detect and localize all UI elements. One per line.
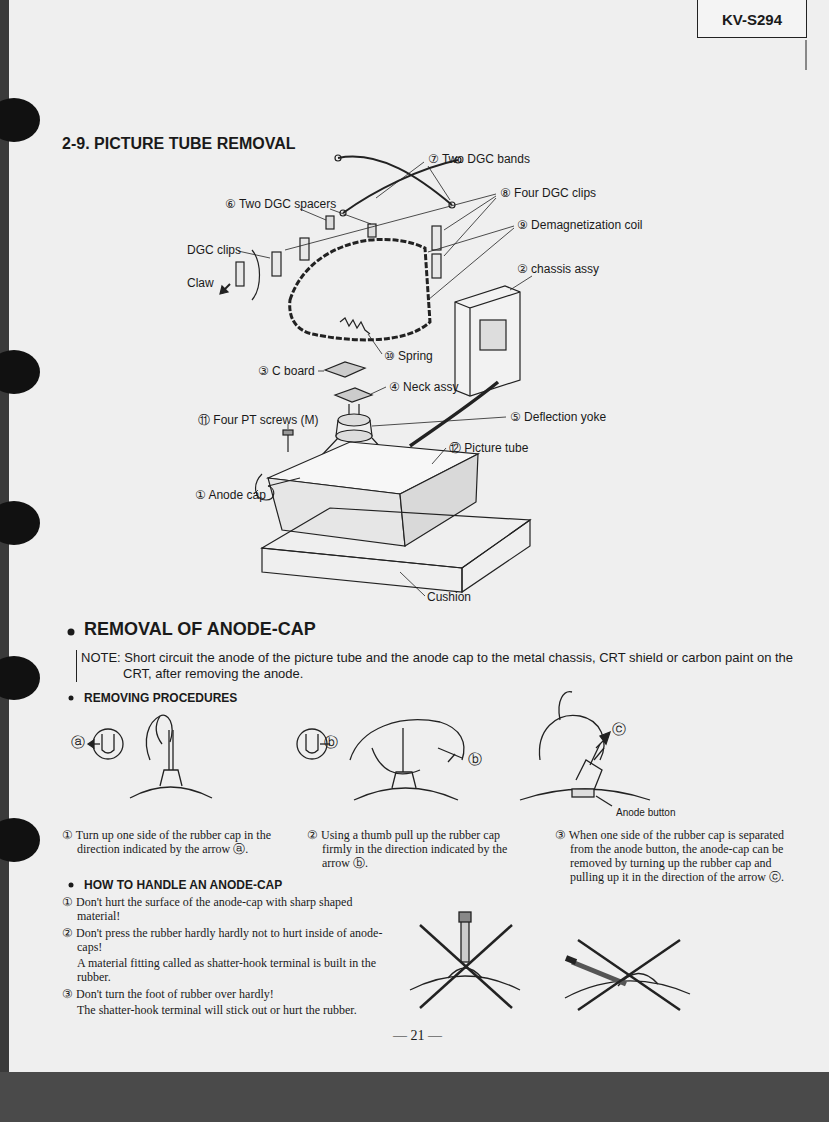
arrow-marker: ⓑ <box>468 752 482 766</box>
arrow-marker: ⓐ <box>71 735 85 749</box>
rule-text: ① Don't hurt the surface of the anode-ca… <box>62 895 387 923</box>
rule-text: A material fitting called as shatter-hoo… <box>77 956 377 984</box>
part-label: ⑫ Picture tube <box>449 441 528 455</box>
step-text: ③ When one side of the rubber cap is sep… <box>555 828 792 884</box>
part-label: Claw <box>187 276 214 290</box>
part-label: ① Anode cap <box>195 488 266 502</box>
prohibited-figure <box>410 912 690 1010</box>
page-number: — 21 — <box>393 1029 442 1043</box>
part-label: ② chassis assy <box>517 262 599 276</box>
part-label: ⑧ Four DGC clips <box>500 186 596 200</box>
model-box: KV-S294 <box>697 0 807 38</box>
step-text: ② Using a thumb pull up the rubber cap f… <box>307 828 532 870</box>
model-number: KV-S294 <box>722 11 782 28</box>
page-edge <box>0 0 9 1122</box>
arrow-marker: ⓒ <box>612 722 626 736</box>
part-label: Anode button <box>616 806 676 820</box>
binder-hole <box>0 98 40 862</box>
rule-text: ③ Don't turn the foot of rubber over har… <box>62 987 397 1001</box>
part-label: ⑤ Deflection yoke <box>510 410 606 424</box>
note-text: NOTE: Short circuit the anode of the pic… <box>76 650 823 682</box>
exploded-view <box>220 155 530 592</box>
leader-line <box>238 162 532 596</box>
rule-text: ② Don't press the rubber hardly hardly n… <box>62 926 387 954</box>
procedure-figure <box>88 692 650 806</box>
bullet <box>69 696 74 701</box>
part-label: ⑨ Demagnetization coil <box>517 218 642 232</box>
part-label: ⑪ Four PT screws (M) <box>198 413 318 427</box>
part-label: ④ Neck assy <box>389 380 458 394</box>
page-edge <box>0 1072 829 1122</box>
step-text: ① Turn up one side of the rubber cap in … <box>62 828 282 856</box>
bullet <box>69 883 74 888</box>
part-label: Cushion <box>427 590 471 604</box>
bullet <box>68 629 75 636</box>
section-heading: REMOVAL OF ANODE-CAP <box>84 622 316 636</box>
part-label: ⑩ Spring <box>384 349 433 363</box>
part-label: ③ C board <box>258 364 315 378</box>
part-label: DGC clips <box>187 243 241 257</box>
subheading: HOW TO HANDLE AN ANODE-CAP <box>84 878 282 892</box>
section-title: 2-9. PICTURE TUBE REMOVAL <box>62 135 296 153</box>
arrow-marker: ⓑ <box>324 735 338 749</box>
part-label: ⑥ Two DGC spacers <box>225 197 336 211</box>
rule-line <box>806 40 807 70</box>
rule-text: The shatter-hook terminal will stick out… <box>77 1003 397 1017</box>
subheading: REMOVING PROCEDURES <box>84 691 237 705</box>
part-label: ⑦ Two DGC bands <box>428 152 530 166</box>
